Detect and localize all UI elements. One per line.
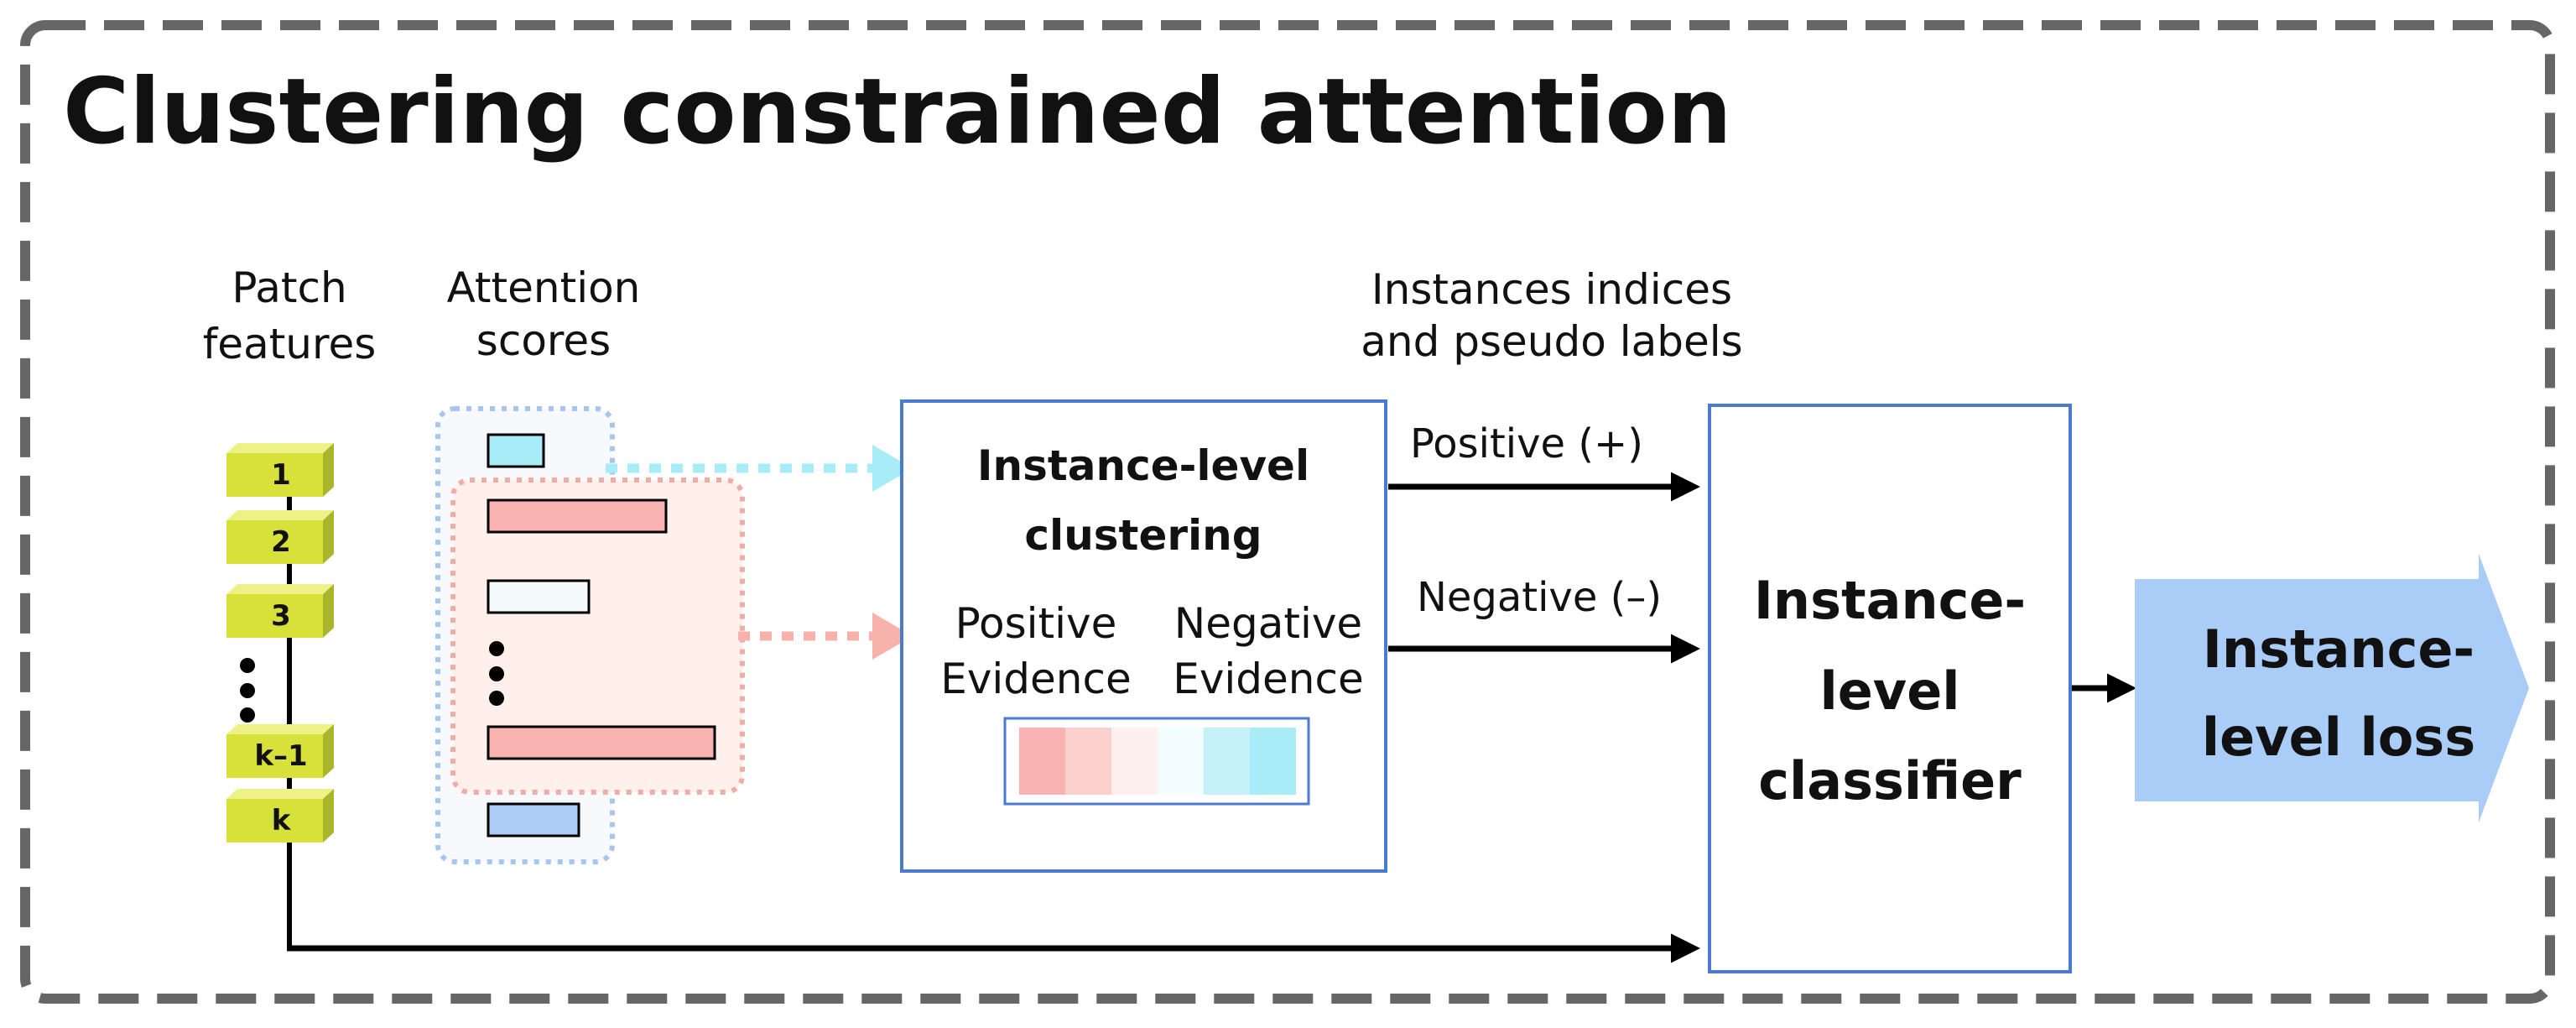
patch-block-k: k <box>226 789 334 843</box>
patch-feature-stack: 1 2 3 k–1 k <box>226 443 1700 963</box>
attention-scores-group <box>435 406 745 864</box>
evidence-gradient-strip <box>1003 717 1310 806</box>
negative-dotted-arrow <box>606 445 913 492</box>
positive-dotted-arrow <box>738 613 913 660</box>
patch-label-1: 1 <box>271 458 291 492</box>
negative-evidence-line2: Evidence <box>1173 655 1364 703</box>
attention-bar-1 <box>487 433 545 468</box>
loss-title-line1: Instance- <box>2203 618 2475 680</box>
attention-bar-2 <box>487 498 668 534</box>
clustering-title-line2: clustering <box>1024 511 1262 560</box>
negative-arrow-label: Negative (–) <box>1417 574 1662 621</box>
positive-evidence-line2: Evidence <box>940 655 1132 703</box>
patch-ellipsis-dots <box>240 658 255 723</box>
patch-block-2: 2 <box>226 510 334 564</box>
patch-features-label-line1: Patch <box>232 264 346 312</box>
attention-ellipsis-dots <box>489 641 504 706</box>
attention-bar-3 <box>487 579 591 614</box>
attention-scores-label-line2: scores <box>476 316 611 365</box>
diagram-title: Clustering constrained attention <box>63 60 1732 164</box>
classifier-title-line2: level <box>1819 660 1959 722</box>
patch-features-label-line2: features <box>203 320 377 368</box>
positive-evidence-line1: Positive <box>955 599 1117 648</box>
loss-title-line2: level loss <box>2202 707 2475 768</box>
outer-dashed-frame <box>20 20 2555 1004</box>
negative-arrow: Negative (–) <box>1388 574 1700 664</box>
instance-level-classifier-box: Instance- level classifier <box>1708 404 2072 973</box>
classifier-title-line1: Instance- <box>1754 570 2026 631</box>
classifier-title-line3: classifier <box>1758 750 2022 811</box>
positive-evidence-dotted-region <box>450 477 745 795</box>
patch-block-k-1: k–1 <box>226 724 334 778</box>
attention-bar-k <box>487 802 580 838</box>
positive-arrow: Positive (+) <box>1388 420 1700 502</box>
instances-indices-label-line2: and pseudo labels <box>1361 317 1742 366</box>
patch-label-k-1: k–1 <box>254 739 307 773</box>
patch-label-2: 2 <box>271 525 291 559</box>
positive-arrow-label: Positive (+) <box>1410 420 1643 467</box>
attention-scores-label-line1: Attention <box>447 264 641 312</box>
clustering-title-line1: Instance-level <box>977 441 1309 490</box>
instance-level-loss-shape: Instance- level loss <box>2135 554 2529 822</box>
instances-indices-label-line1: Instances indices <box>1371 265 1732 314</box>
instance-level-clustering-box: Instance-level clustering Positive Evide… <box>900 399 1387 873</box>
patch-label-3: 3 <box>271 599 291 633</box>
attention-bar-k-1 <box>487 725 716 760</box>
negative-evidence-line1: Negative <box>1174 599 1362 648</box>
patch-block-1: 1 <box>226 443 334 497</box>
patch-block-3: 3 <box>226 584 334 638</box>
patch-label-k: k <box>272 804 292 838</box>
